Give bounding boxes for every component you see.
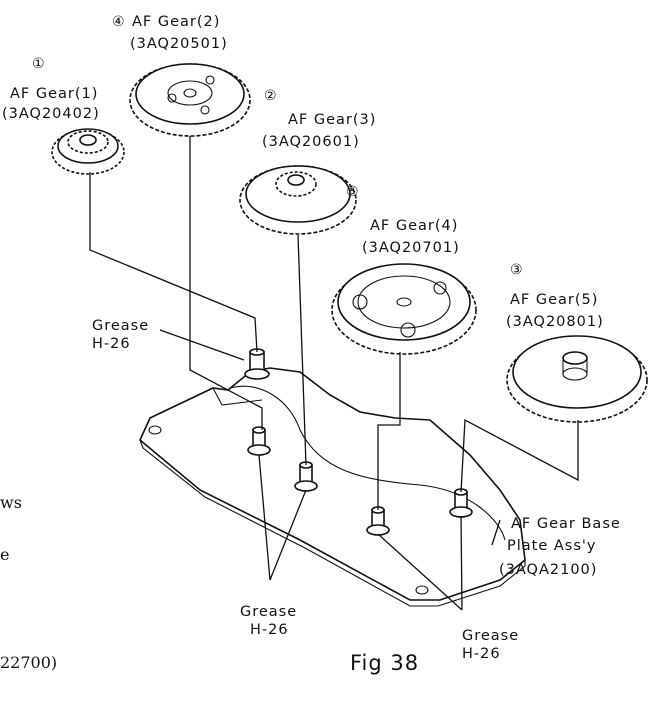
svg-text:Plate Ass'y: Plate Ass'y <box>507 538 596 554</box>
post-1 <box>244 348 270 380</box>
svg-text:Grease: Grease <box>240 604 297 620</box>
svg-text:H-26: H-26 <box>92 336 131 352</box>
grease-label-1: Grease H-26 <box>92 318 149 352</box>
svg-text:Grease: Grease <box>92 318 149 334</box>
gear-3-label: ② AF Gear(3) (3AQ20601) <box>262 88 376 150</box>
svg-text:22700): 22700) <box>0 653 57 672</box>
gear-name: AF Gear(3) <box>288 112 376 128</box>
svg-text:e: e <box>0 545 9 564</box>
gear-name: AF Gear(1) <box>10 86 98 102</box>
grease-label-3: Grease H-26 <box>462 628 519 662</box>
left-margin-fragments: ws e 22700) <box>0 493 57 672</box>
part-code: (3AQ20402) <box>2 106 100 122</box>
svg-text:ws: ws <box>0 493 22 512</box>
gear-3 <box>239 165 357 235</box>
svg-text:AF Gear Base: AF Gear Base <box>511 516 621 532</box>
post-2 <box>247 426 271 456</box>
grease-label-2: Grease H-26 <box>240 604 297 638</box>
base-plate-label: AF Gear Base Plate Ass'y (3AQA2100) <box>499 516 621 578</box>
svg-text:H-26: H-26 <box>462 646 501 662</box>
gear-4 <box>331 263 477 355</box>
gear-4-label: ⑤ AF Gear(4) (3AQ20701) <box>346 184 460 256</box>
part-code: (3AQ20701) <box>362 240 460 256</box>
svg-text:(3AQA2100): (3AQA2100) <box>499 562 597 578</box>
circle-number-5: ⑤ <box>346 184 359 200</box>
gear-1 <box>51 128 125 175</box>
svg-text:Grease: Grease <box>462 628 519 644</box>
grease-leaders <box>159 329 501 611</box>
part-code: (3AQ20801) <box>506 314 604 330</box>
part-code: (3AQ20501) <box>130 36 228 52</box>
part-code: (3AQ20601) <box>262 134 360 150</box>
circle-number-1: ① <box>32 56 45 72</box>
figure-caption: Fig 38 <box>350 651 419 675</box>
post-5 <box>449 488 473 518</box>
assembly-lines <box>89 136 579 510</box>
gear-1-label: ① AF Gear(1) (3AQ20402) <box>2 56 100 122</box>
gear-name: AF Gear(5) <box>510 292 598 308</box>
gear-5 <box>506 335 648 423</box>
circle-number-2: ② <box>264 88 277 104</box>
circle-number-3: ③ <box>510 262 523 278</box>
gear-name: AF Gear(4) <box>370 218 458 234</box>
svg-text:H-26: H-26 <box>250 622 289 638</box>
base-plate <box>139 367 526 607</box>
post-4 <box>366 506 390 536</box>
gear-5-label: ③ AF Gear(5) (3AQ20801) <box>506 262 604 330</box>
circle-number-4: ④ <box>112 14 125 30</box>
gear-2 <box>129 63 251 137</box>
gear-2-label: ④ AF Gear(2) (3AQ20501) <box>112 14 228 52</box>
gear-name: AF Gear(2) <box>132 14 220 30</box>
